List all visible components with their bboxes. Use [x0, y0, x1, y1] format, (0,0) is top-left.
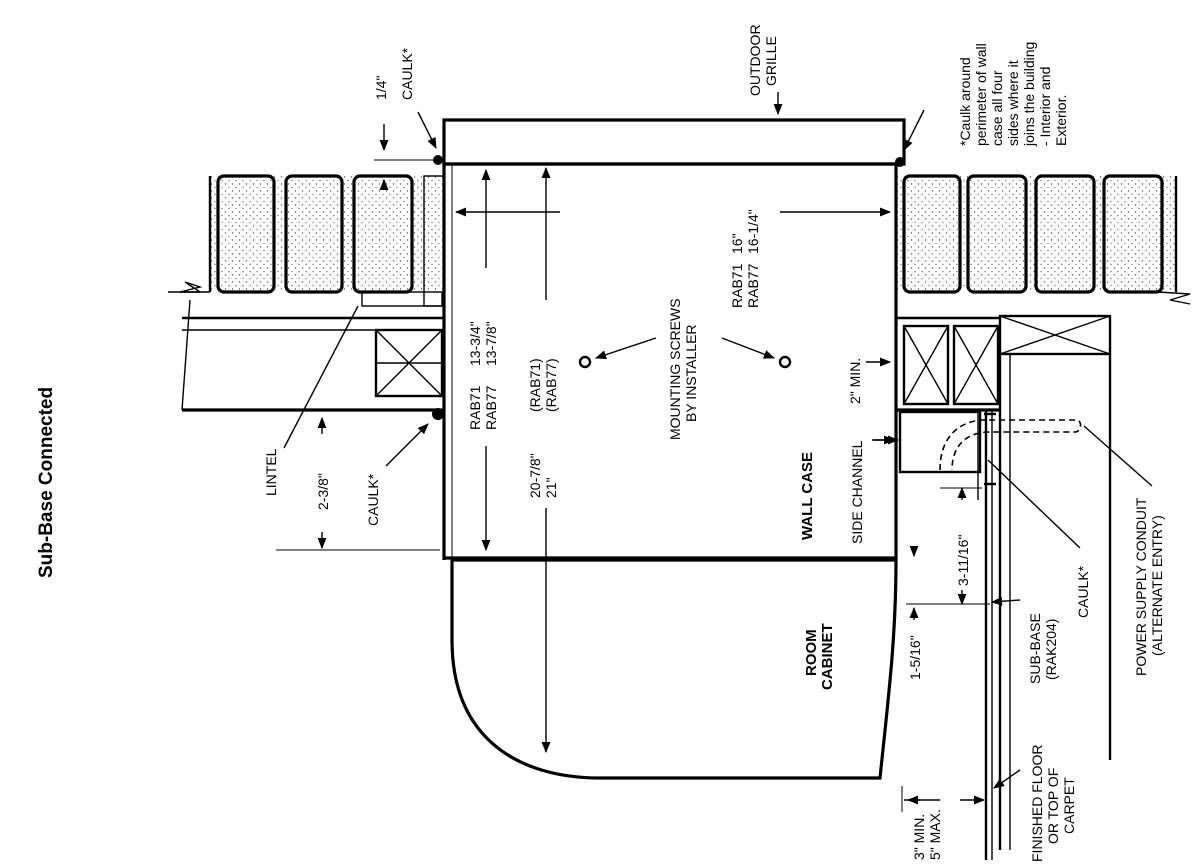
label-carpet: CARPET: [1061, 777, 1077, 834]
outdoor-grille: [442, 118, 906, 166]
break-line-right: [1157, 291, 1191, 305]
note-line-3: case all four: [989, 70, 1005, 146]
mounting-screw-right: [778, 355, 792, 369]
label-alternate-entry: (ALTERNATE ENTRY): [1149, 515, 1165, 656]
label-wall-case: WALL CASE: [799, 452, 816, 540]
label-power-supply-conduit: POWER SUPPLY CONDUIT: [1133, 497, 1149, 676]
label-caulk-left: CAULK*: [365, 473, 381, 526]
note-line-2: perimeter of wall: [973, 43, 989, 146]
dimension-lines: [276, 92, 1153, 812]
label-rab71-height: RAB71: [467, 385, 483, 430]
note-line-5: joins the building: [1021, 42, 1037, 147]
outer-wall: [208, 174, 1178, 307]
diagram-title: Sub-Base Connected: [36, 387, 57, 578]
label-height-20-7-8: 20-7/8": [527, 453, 543, 498]
label-rab77-height: RAB77: [483, 385, 499, 430]
label-mounting-screws-1: MOUNTING SCREWS: [667, 298, 683, 440]
label-three-min: 3" MIN.: [911, 814, 927, 860]
label-rab77-width: RAB77: [745, 263, 761, 308]
label-rab71-paren: (RAB71): [527, 358, 543, 412]
mounting-screw-left: [578, 355, 592, 369]
label-finished-floor: FINISHED FLOOR: [1029, 745, 1045, 862]
note-line-6: - Interior and: [1037, 67, 1053, 146]
label-rab71-width: RAB71: [729, 263, 745, 308]
label-outdoor-grille-2: GRILLE: [763, 36, 779, 86]
label-room: ROOM: [803, 629, 820, 676]
label-caulk-right: CAULK*: [1075, 565, 1091, 618]
note-line-4: sides where it: [1005, 60, 1021, 146]
note-line-7: Exterior.: [1053, 95, 1069, 146]
label-width-16: 16": [729, 233, 745, 254]
label-one-5-16: 1-5/16": [907, 635, 923, 680]
label-top-of: OR TOP OF: [1045, 768, 1061, 844]
label-cabinet: CABINET: [819, 623, 836, 690]
label-two-min: 2" MIN.: [847, 358, 863, 404]
label-sub-base: SUB-BASE: [1027, 613, 1043, 684]
label-height-13-3-4: 13-3/4": [467, 321, 483, 366]
labels: 1/4" CAULK* OUTDOOR GRILLE *Caulk around…: [263, 24, 1165, 862]
caulk-bead-top-right: [895, 157, 905, 167]
label-height-13-7-8: 13-7/8": [483, 321, 499, 366]
label-side-channel: SIDE CHANNEL: [849, 440, 865, 544]
label-two-3-8: 2-3/8": [315, 473, 331, 510]
power-conduit: [939, 419, 1082, 471]
label-five-max: 5" MAX.: [927, 809, 943, 860]
sub-base-block: [898, 410, 982, 474]
note-line-1: *Caulk around: [957, 57, 973, 146]
break-line-left: [179, 281, 203, 293]
label-width-16-1-4: 16-1/4": [745, 209, 761, 254]
caulk-bead-bottom-left: [432, 408, 444, 420]
label-rab77-paren: (RAB77): [543, 358, 559, 412]
label-three-11-16: 3-11/16": [955, 535, 971, 586]
label-mounting-screws-2: BY INSTALLER: [683, 324, 699, 422]
label-rak204: (RAK204): [1043, 619, 1059, 680]
label-outdoor-grille-1: OUTDOOR: [747, 24, 763, 96]
wall-case: [442, 162, 898, 560]
label-caulk-top: CAULK*: [399, 47, 415, 100]
label-height-21: 21": [543, 477, 559, 498]
room-cabinet: [450, 558, 898, 780]
label-quarter-inch: 1/4": [373, 76, 389, 100]
label-lintel: LINTEL: [263, 448, 279, 496]
left-wall-framing: [181, 299, 444, 412]
